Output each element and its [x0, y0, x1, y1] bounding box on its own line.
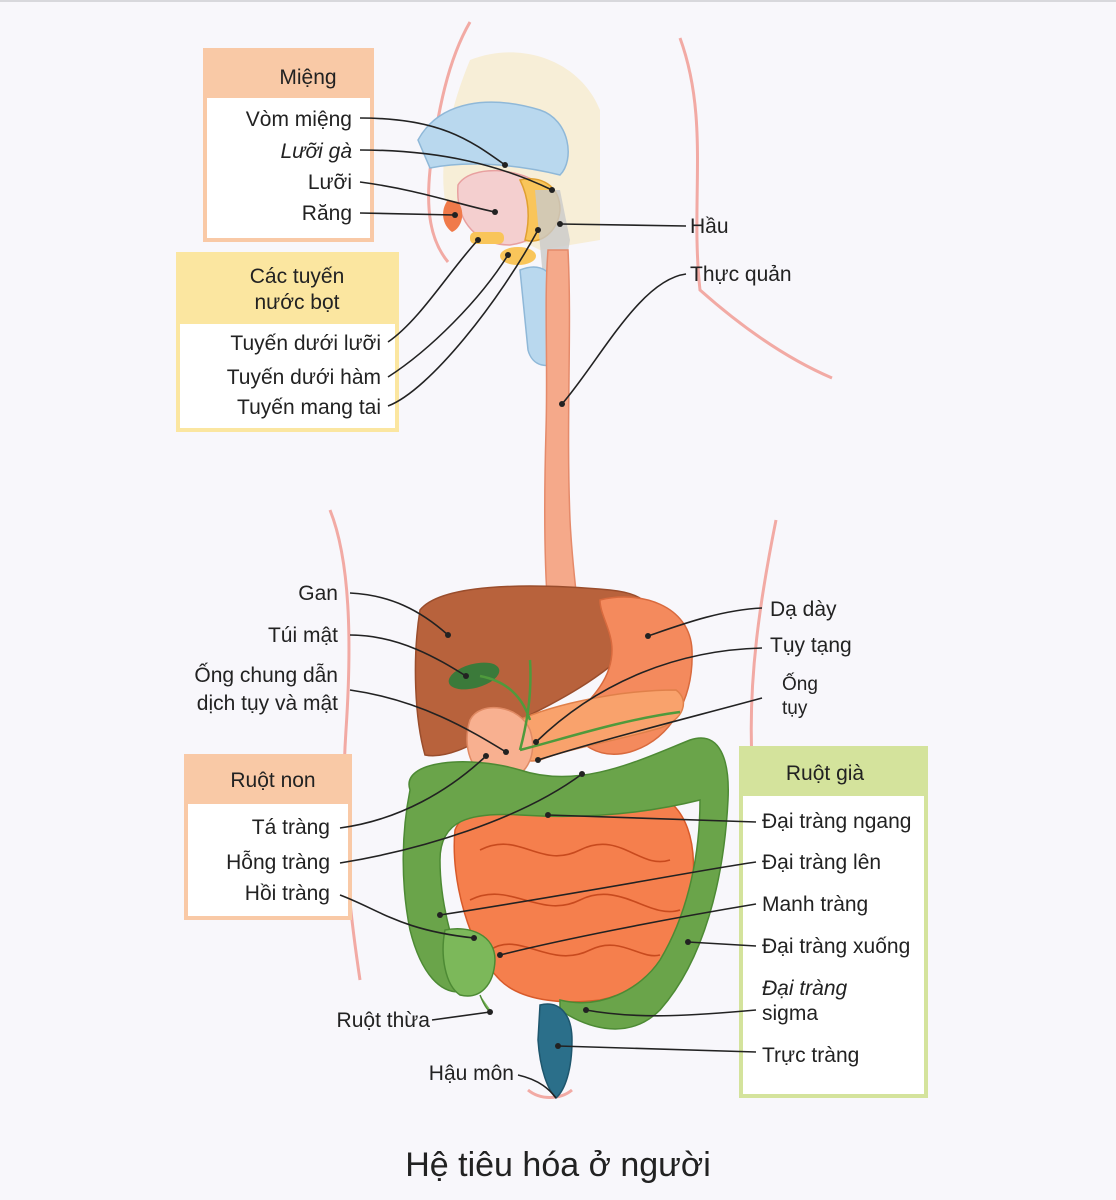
- group-small-intestine: [184, 754, 352, 920]
- gallbladder-shape: [448, 662, 500, 690]
- label-sigmoid-colon-line2: sigma: [762, 1002, 818, 1025]
- label-tongue: Lưỡi: [308, 171, 352, 194]
- label-jejunum: Hỗng tràng: [226, 851, 330, 874]
- label-rectum: Trực tràng: [762, 1044, 859, 1067]
- label-cecum: Manh tràng: [762, 893, 868, 916]
- label-common-duct-line2: dịch tụy và mật: [197, 692, 338, 715]
- label-pancreatic-duct-line1: Ống: [782, 673, 818, 695]
- small-intestine-folds: [469, 843, 681, 957]
- label-transverse-colon: Đại tràng ngang: [762, 810, 911, 833]
- label-duodenum: Tá tràng: [252, 816, 330, 839]
- top-border: [0, 0, 1116, 2]
- label-pancreatic-duct-line2: tụy: [782, 698, 808, 719]
- label-pharynx: Hầu: [690, 215, 729, 238]
- salivary-group-header-line1: Các tuyến: [250, 265, 345, 288]
- group-mouth: [203, 48, 374, 242]
- label-ascending-colon: Đại tràng lên: [762, 851, 881, 874]
- label-gallbladder: Túi mật: [268, 624, 338, 647]
- label-stomach: Dạ dày: [770, 598, 837, 621]
- label-teeth: Răng: [302, 202, 352, 225]
- label-uvula: Lưỡi gà: [280, 140, 352, 163]
- leader-dots: [437, 162, 691, 1049]
- group-large-intestine: [739, 746, 928, 1098]
- diagram-caption: Hệ tiêu hóa ở người: [405, 1146, 711, 1184]
- head-region: [417, 52, 600, 367]
- salivary-group-header-line2: nước bọt: [254, 291, 339, 314]
- label-liver: Gan: [298, 582, 338, 605]
- label-pancreas: Tụy tạng: [770, 634, 852, 657]
- label-parotid-gland: Tuyến mang tai: [237, 396, 381, 419]
- label-sigmoid-colon-line1: Đại tràng: [762, 977, 848, 1000]
- label-ileum: Hồi tràng: [245, 882, 330, 905]
- label-appendix: Ruột thừa: [337, 1009, 431, 1032]
- mouth-group-header: Miệng: [279, 66, 336, 89]
- label-anus: Hậu môn: [429, 1062, 514, 1085]
- label-common-duct-line1: Ống chung dẫn: [194, 663, 338, 687]
- digestive-system-diagram: Miệng Các tuyến nước bọt Ruột non Ruột g…: [176, 21, 928, 1100]
- submandibular-gland: [500, 247, 536, 265]
- esophagus-shape: [543, 249, 579, 611]
- cecum-appendix: [442, 928, 496, 1013]
- label-sublingual-gland: Tuyến dưới lưỡi: [230, 332, 381, 355]
- group-salivary: [176, 252, 399, 432]
- large-intestine-group-header: Ruột già: [786, 762, 865, 785]
- label-palate: Vòm miệng: [246, 108, 352, 131]
- label-descending-colon: Đại tràng xuống: [762, 935, 910, 958]
- small-intestine-group-header: Ruột non: [230, 769, 315, 792]
- label-esophagus: Thực quản: [690, 263, 792, 286]
- rectum-shape: [537, 1003, 573, 1100]
- abdomen-organs: [402, 585, 729, 1100]
- leader-lines: [339, 117, 763, 1099]
- liver-shape: [414, 585, 651, 757]
- label-submandibular-gland: Tuyến dưới hàm: [227, 366, 381, 389]
- bile-ducts: [479, 659, 681, 752]
